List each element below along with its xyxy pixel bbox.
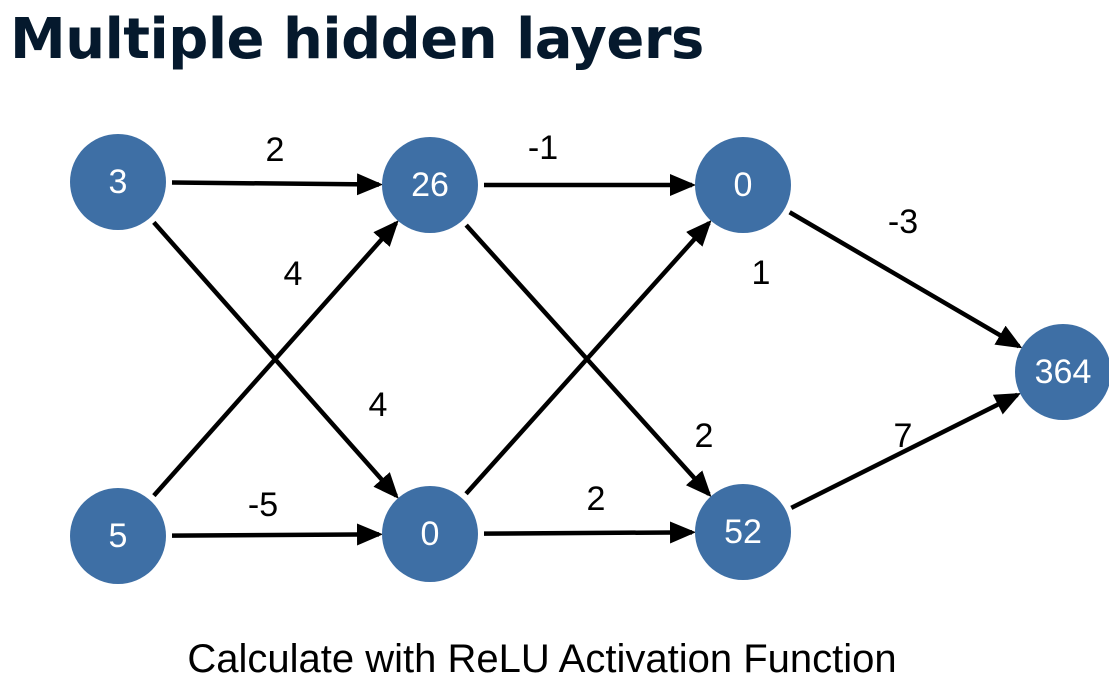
weight-label: 4: [369, 386, 388, 424]
node-value: 52: [724, 513, 762, 551]
edge-arrow-input-bottom-to-hidden1-bottom: [171, 523, 384, 546]
weight-label: 2: [266, 131, 285, 169]
node-hidden1-top: 26: [382, 137, 478, 233]
node-value: 5: [109, 517, 128, 555]
weight-label: 7: [894, 417, 913, 455]
weight-label: 1: [752, 254, 771, 292]
node-value: 0: [734, 166, 753, 204]
edge-arrow-input-top-to-hidden1-top: [171, 173, 384, 196]
edge-arrow-hidden2-top-to-output: [788, 210, 1023, 349]
node-value: 0: [421, 515, 440, 553]
node-circle: [70, 488, 166, 584]
node-layer: 3 5 26 0 0 52 364: [70, 134, 1109, 584]
weight-label: 2: [587, 480, 606, 518]
weight-label-layer: 2 4 4 -5 -1 2 1 2 -3 7: [248, 129, 918, 524]
node-input-top: 3: [70, 134, 166, 230]
weight-label: 4: [284, 255, 303, 293]
edge-arrow-hidden1-bottom-to-hidden2-bottom: [483, 521, 697, 544]
edge-arrow-hidden2-bottom-to-output: [790, 392, 1021, 510]
node-circle: [695, 137, 791, 233]
edge-arrow-input-bottom-to-hidden1-top: [152, 220, 399, 498]
edge-arrow-hidden1-bottom-to-hidden2-top: [464, 219, 712, 496]
node-hidden2-bottom: 52: [695, 484, 791, 580]
edge-layer: [152, 173, 1023, 546]
node-output: 364: [1015, 324, 1109, 420]
node-value: 364: [1035, 353, 1092, 391]
weight-label: 2: [695, 417, 714, 455]
page-title: Multiple hidden layers: [10, 7, 704, 72]
node-circle: [382, 137, 478, 233]
weight-label: -1: [528, 129, 558, 167]
node-circle: [1015, 324, 1109, 420]
node-circle: [70, 134, 166, 230]
node-value: 26: [411, 166, 449, 204]
node-circle: [695, 484, 791, 580]
node-input-bottom: 5: [70, 488, 166, 584]
node-value: 3: [109, 163, 128, 201]
weight-label: -3: [888, 203, 918, 241]
node-hidden2-top: 0: [695, 137, 791, 233]
diagram-caption: Calculate with ReLU Activation Function: [187, 637, 897, 681]
node-circle: [382, 486, 478, 582]
node-hidden1-bottom: 0: [382, 486, 478, 582]
weight-label: -5: [248, 486, 278, 524]
